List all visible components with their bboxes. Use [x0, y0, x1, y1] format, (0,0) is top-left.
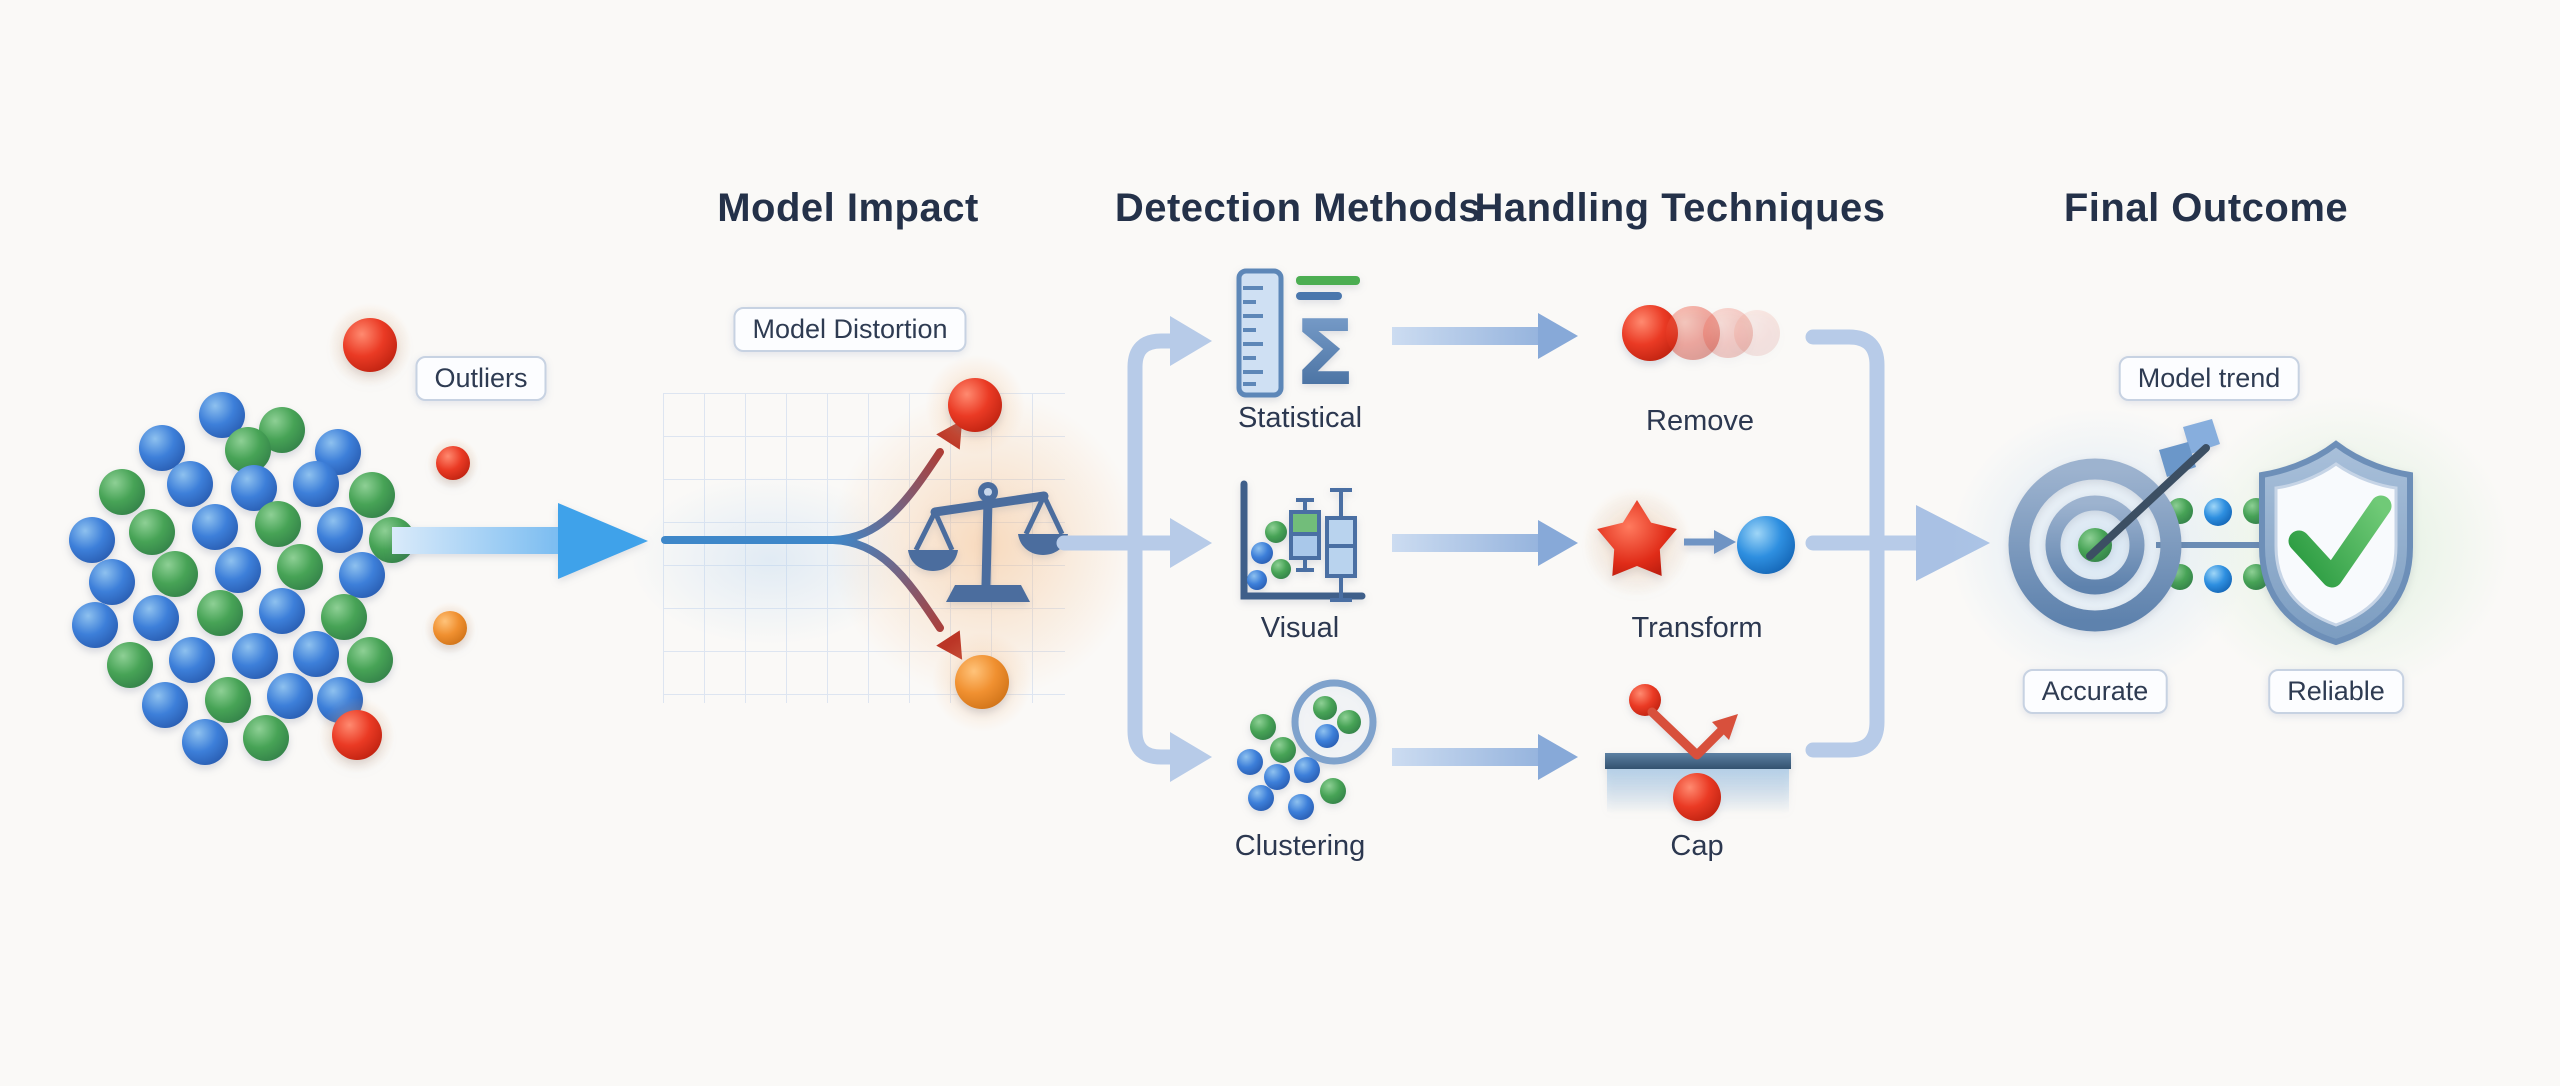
- transform-label: Transform: [1631, 612, 1763, 644]
- fading-ball-icon: [1622, 305, 1780, 361]
- dot-row: [2167, 498, 2269, 593]
- shield-check-icon: [2259, 440, 2413, 646]
- distortion-orange-ball: [955, 655, 1009, 709]
- ruler-sigma-icon: Σ: [1236, 268, 1360, 406]
- clustering-label: Clustering: [1234, 830, 1366, 862]
- outlier-dots: [319, 303, 479, 773]
- accurate-badge: Accurate: [2022, 669, 2168, 714]
- threshold-bounce-icon: [1605, 684, 1791, 821]
- diverging-arrow-down: [829, 536, 944, 632]
- reliable-badge: Reliable: [2268, 669, 2404, 714]
- model-trend-badge: Model trend: [2118, 356, 2300, 401]
- statistical-label: Statistical: [1237, 402, 1363, 434]
- column-header-detection-methods: Detection Methods: [1114, 186, 1482, 230]
- visual-label: Visual: [1260, 612, 1340, 644]
- svg-text:Σ: Σ: [1294, 301, 1355, 406]
- target-arrow-icon: [2008, 419, 2220, 632]
- column-header-handling-techniques: Handling Techniques: [1474, 186, 1886, 230]
- detection-to-handling-arrows: [1392, 313, 1578, 780]
- input-flow-arrow: [392, 503, 648, 579]
- distortion-red-ball: [948, 378, 1002, 432]
- cluster-circle-icon: [1237, 679, 1377, 820]
- column-header-model-impact: Model Impact: [717, 186, 979, 230]
- outliers-badge: Outliers: [415, 356, 547, 401]
- final-outcome-graphic: [1950, 395, 2510, 695]
- column-header-final-outcome: Final Outcome: [2063, 186, 2349, 230]
- cap-label: Cap: [1670, 830, 1724, 862]
- scatter-boxplot-icon: [1240, 480, 1366, 602]
- data-cluster: [69, 392, 415, 765]
- model-impact-graphic: [630, 355, 1140, 732]
- burst-to-sphere-icon: [1582, 487, 1795, 597]
- model-distortion-badge: Model Distortion: [733, 307, 967, 352]
- remove-label: Remove: [1646, 405, 1754, 437]
- balance-scale-icon: [908, 482, 1068, 602]
- branch-connector: [1056, 316, 1212, 782]
